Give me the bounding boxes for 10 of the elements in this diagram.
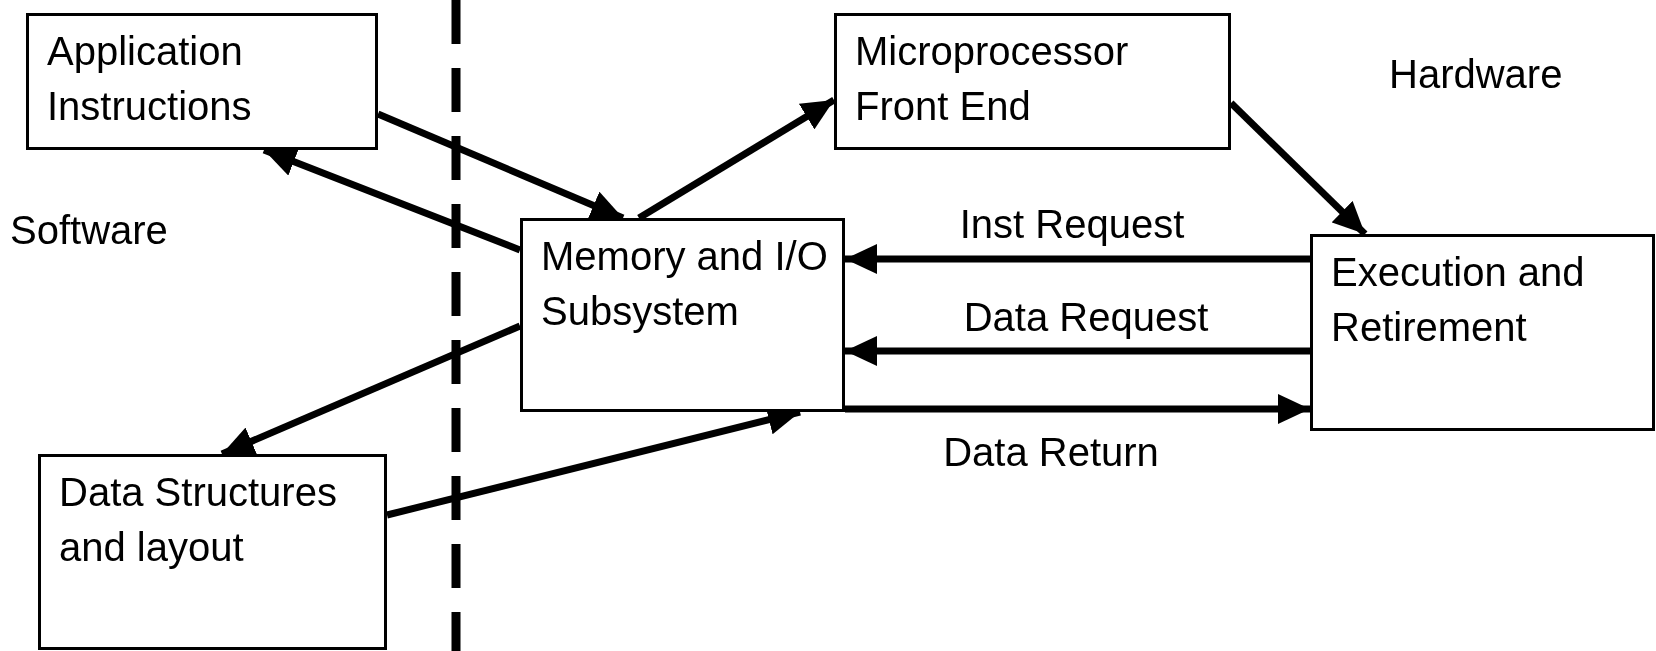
arrow — [845, 336, 1310, 366]
region-label: Hardware — [1389, 51, 1563, 98]
process-box: Execution and Retirement — [1310, 234, 1655, 431]
process-box: Memory and I/O Subsystem — [520, 218, 845, 412]
process-box: Microprocessor Front End — [834, 13, 1231, 150]
arrow — [845, 244, 1310, 274]
process-box: Application Instructions — [26, 13, 378, 150]
process-box: Data Structures and layout — [38, 454, 387, 650]
arrow — [845, 394, 1310, 424]
region-label: Software — [10, 207, 168, 254]
